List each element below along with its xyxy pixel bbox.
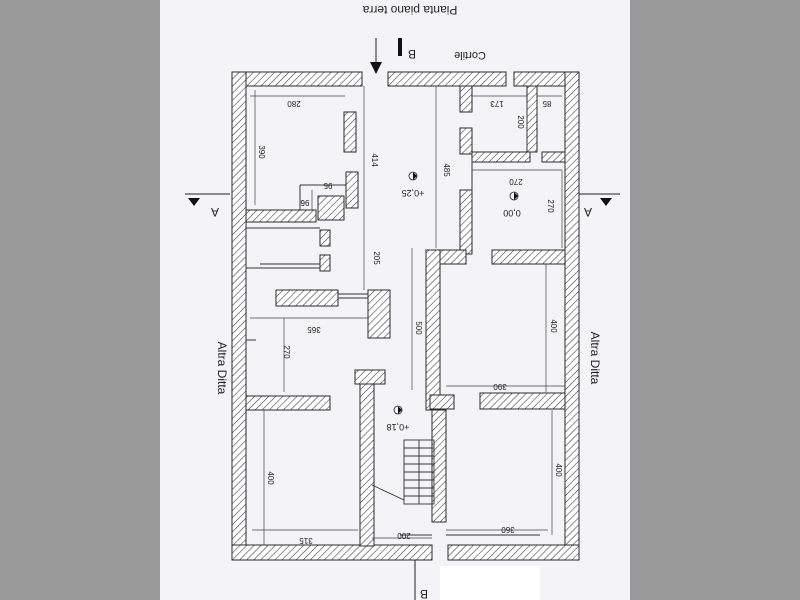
section-b-bottom-label: B xyxy=(420,587,428,600)
dim-95: 95 xyxy=(323,181,332,190)
dim-280: 280 xyxy=(287,99,301,108)
section-b-bottom-marker: B xyxy=(414,560,428,600)
section-b-top-marker: B xyxy=(370,38,416,74)
level-marker-018: +0,18 xyxy=(387,405,410,432)
svg-text:+0,25: +0,25 xyxy=(402,188,425,198)
dimension-labels: 280 390 414 485 173 85 200 270 270 95 96… xyxy=(257,99,563,545)
dim-390-left: 390 xyxy=(257,145,266,159)
dim-205: 205 xyxy=(372,251,381,265)
section-a-right-label: A xyxy=(584,205,592,219)
dim-414: 414 xyxy=(370,153,379,167)
dim-400-a: 400 xyxy=(549,319,558,333)
dim-96: 96 xyxy=(300,198,309,207)
level-marker-025: +0,25 xyxy=(402,171,425,198)
thin-lines xyxy=(246,162,540,536)
interior-walls xyxy=(245,85,566,547)
dim-270-b: 270 xyxy=(546,199,555,213)
dim-400-c: 400 xyxy=(266,471,275,485)
dim-270-a: 270 xyxy=(509,177,523,186)
section-a-right-marker: A xyxy=(575,193,620,219)
dim-390-b: 390 xyxy=(493,382,507,391)
dim-200-bottom: 200 xyxy=(397,531,411,540)
svg-text:+0,18: +0,18 xyxy=(387,422,410,432)
svg-text:0,00: 0,00 xyxy=(503,208,521,218)
paper-sheet xyxy=(160,0,630,600)
level-marker-000: 0,00 xyxy=(503,191,521,218)
plan-title: Pianta piano terra xyxy=(362,3,457,17)
dim-200-top: 200 xyxy=(516,115,525,129)
dim-270-c: 270 xyxy=(282,345,291,359)
neighbor-label-west: Altra Ditta xyxy=(215,342,229,395)
dim-400-b: 400 xyxy=(554,463,563,477)
courtyard-label: Cortile xyxy=(454,49,486,61)
dimension-lines xyxy=(250,86,565,545)
neighbor-label-east: Altra Ditta xyxy=(588,332,602,385)
dim-365: 365 xyxy=(307,325,321,334)
redacted-box xyxy=(440,566,540,600)
section-b-top-label: B xyxy=(408,47,416,61)
dim-315: 315 xyxy=(299,536,313,545)
outer-walls xyxy=(231,71,580,561)
section-a-left-marker: A xyxy=(185,193,230,219)
dim-173: 173 xyxy=(490,99,504,108)
section-a-left-label: A xyxy=(211,205,219,219)
dim-85: 85 xyxy=(542,99,551,108)
dim-485: 485 xyxy=(442,163,451,177)
staircase xyxy=(371,439,435,505)
dim-500: 500 xyxy=(414,321,423,335)
dim-360: 360 xyxy=(501,525,515,534)
